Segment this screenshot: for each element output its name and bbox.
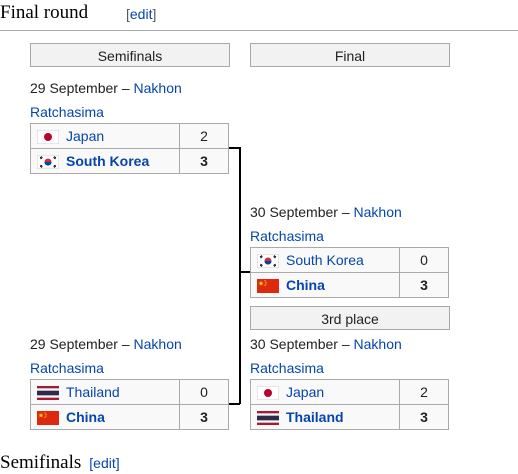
team-cell: Thailand xyxy=(250,404,400,430)
venue-link[interactable]: Nakhon Ratchasima xyxy=(30,80,182,120)
bracket-connector xyxy=(229,403,240,405)
team-name-link[interactable]: Thailand xyxy=(66,384,120,400)
bracket-connector xyxy=(239,271,250,273)
round-header-semifinals: Semifinals xyxy=(30,43,230,67)
team-name-link[interactable]: South Korea xyxy=(286,252,364,268)
south-korea-flag-icon xyxy=(37,155,59,169)
section-edit-link-wrapper: [edit] xyxy=(126,6,157,22)
round-header-final: Final xyxy=(250,43,450,67)
next-section-heading: Semifinals [edit] xyxy=(0,452,120,474)
team-name-link[interactable]: Japan xyxy=(286,384,325,400)
match-date: 29 September xyxy=(30,336,118,352)
next-section-title: Semifinals xyxy=(0,452,82,473)
team-name-link[interactable]: China xyxy=(286,277,325,293)
venue-link[interactable]: Nakhon Ratchasima xyxy=(30,336,182,376)
score-cell: 3 xyxy=(179,404,229,430)
team-cell: South Korea xyxy=(30,148,180,174)
china-flag-icon xyxy=(257,279,279,293)
match-date: 29 September xyxy=(30,80,118,96)
match-info-sf1: 29 September – Nakhon Ratchasima xyxy=(30,80,182,120)
team-name-link[interactable]: Japan xyxy=(66,128,105,144)
match-date: 30 September xyxy=(250,204,338,220)
bracket-connector xyxy=(229,147,240,149)
venue-link[interactable]: Nakhon Ratchasima xyxy=(250,336,402,376)
team-cell: China xyxy=(250,272,400,298)
match-date: 30 September xyxy=(250,336,338,352)
round-header-third-place: 3rd place xyxy=(250,306,450,330)
team-cell: Japan xyxy=(30,123,180,149)
edit-link[interactable]: [edit] xyxy=(89,455,120,471)
venue-link[interactable]: Nakhon Ratchasima xyxy=(250,204,402,244)
score-cell: 0 xyxy=(399,247,449,273)
team-cell: Japan xyxy=(250,379,400,405)
score-cell: 2 xyxy=(399,379,449,405)
section-heading: Final round [edit] xyxy=(0,0,518,31)
score-cell: 3 xyxy=(179,148,229,174)
match-info-final: 30 September – Nakhon Ratchasima xyxy=(250,204,402,244)
team-cell: South Korea xyxy=(250,247,400,273)
score-cell: 0 xyxy=(179,379,229,405)
score-cell: 2 xyxy=(179,123,229,149)
thailand-flag-icon xyxy=(257,411,279,425)
south-korea-flag-icon xyxy=(257,254,279,268)
china-flag-icon xyxy=(37,411,59,425)
thailand-flag-icon xyxy=(37,386,59,400)
section-title: Final round xyxy=(0,2,89,23)
team-name-link[interactable]: South Korea xyxy=(66,153,150,169)
japan-flag-icon xyxy=(37,130,59,144)
japan-flag-icon xyxy=(257,386,279,400)
team-name-link[interactable]: Thailand xyxy=(286,409,344,425)
team-cell: China xyxy=(30,404,180,430)
team-name-link[interactable]: China xyxy=(66,409,105,425)
bracket-connector xyxy=(239,147,241,404)
score-cell: 3 xyxy=(399,272,449,298)
match-info-third: 30 September – Nakhon Ratchasima xyxy=(250,336,402,376)
team-cell: Thailand xyxy=(30,379,180,405)
edit-link[interactable]: edit xyxy=(129,6,153,22)
score-cell: 3 xyxy=(399,404,449,430)
match-info-sf2: 29 September – Nakhon Ratchasima xyxy=(30,336,182,376)
